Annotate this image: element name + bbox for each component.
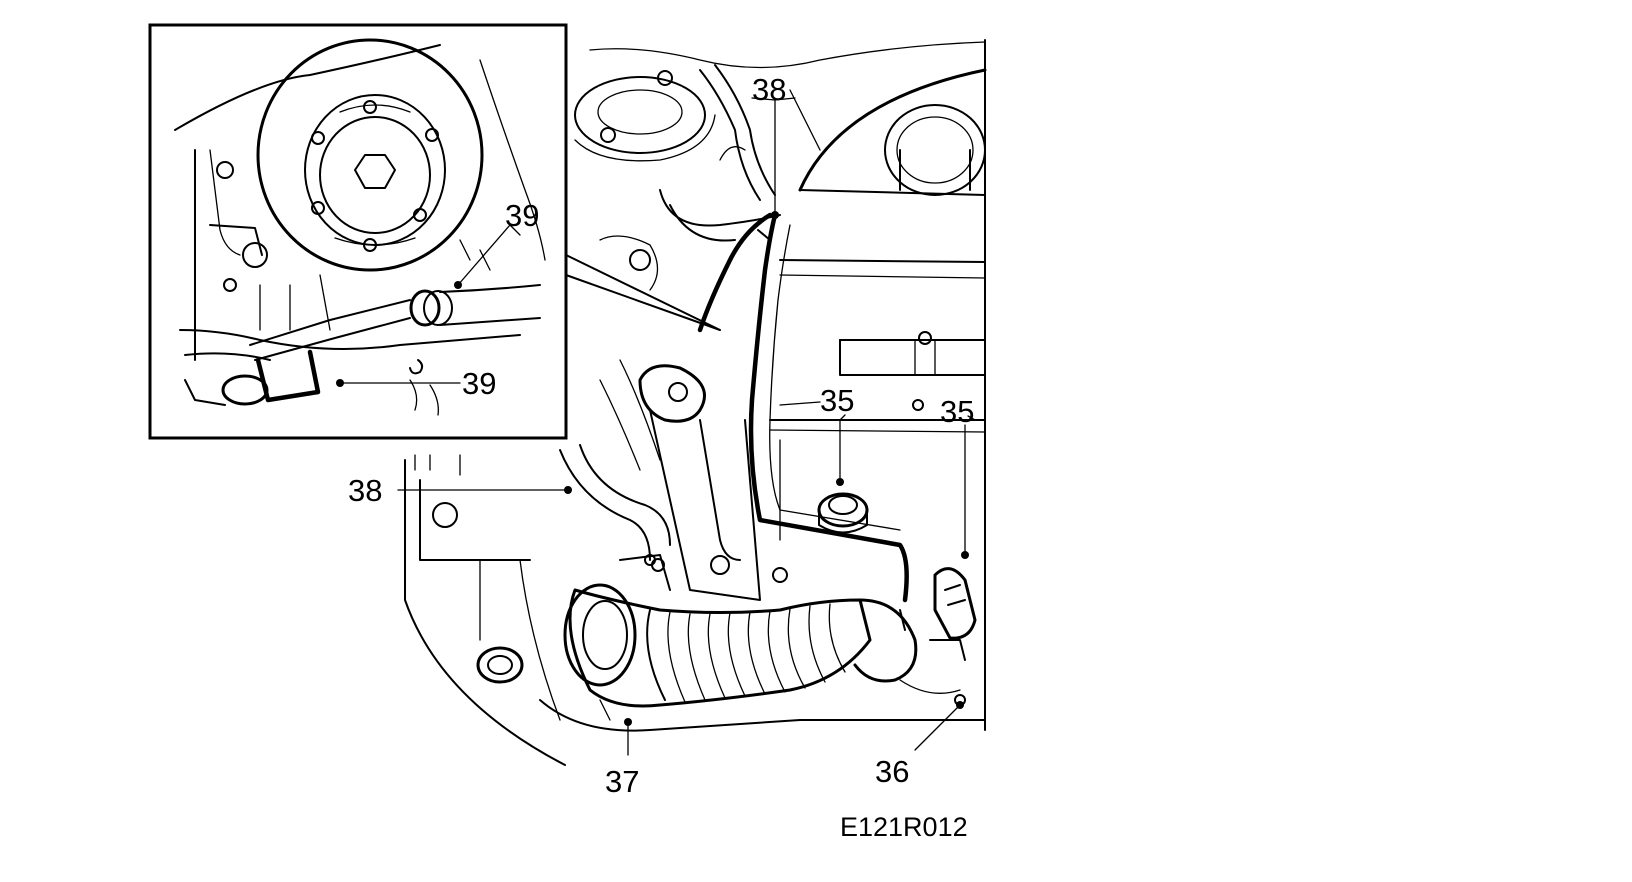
upper-hoses — [659, 64, 821, 242]
left-hose — [559, 359, 671, 561]
figure-code: E121R012 — [840, 812, 968, 842]
leader-35-left — [839, 414, 976, 481]
crank-pulley — [256, 38, 484, 272]
leader-35-right-dot — [961, 551, 969, 559]
callout-35-right: 35 — [940, 394, 974, 429]
leader-35-left-dot — [836, 478, 844, 486]
intake-bellows — [563, 554, 918, 708]
callout-39-top: 39 — [505, 198, 539, 233]
engine-bay-drawing — [404, 39, 987, 766]
leader-36-dot — [956, 701, 964, 709]
leader-37-dot — [624, 718, 632, 726]
lower-engine-block — [404, 454, 986, 766]
routed-pipe-38 — [697, 212, 909, 603]
callouts: 38 38 35 35 36 37 E121R012 — [348, 72, 976, 842]
detail-inset: 39 39 — [148, 23, 721, 440]
inset-pointer — [565, 254, 721, 331]
callout-38-left: 38 — [348, 473, 382, 508]
leader-38-top — [751, 97, 796, 216]
hose-clamp-upper — [249, 284, 541, 361]
strut-tower — [574, 70, 716, 162]
leader-38-top-dot — [771, 211, 779, 219]
leader-39-bottom-dot — [336, 379, 344, 387]
callout-39-bottom: 39 — [462, 366, 496, 401]
oil-filler-cap — [817, 492, 869, 534]
engine-cover-dome — [798, 68, 987, 196]
callout-35-left: 35 — [820, 383, 854, 418]
center-bracket — [638, 364, 788, 601]
leader-39-top — [457, 224, 521, 286]
leader-36 — [914, 704, 961, 751]
leader-39-top-dot — [454, 281, 462, 289]
hose-clamp-lower — [255, 349, 439, 416]
callout-38-top: 38 — [752, 72, 786, 107]
callout-37: 37 — [605, 764, 639, 799]
sensor-connector — [929, 567, 977, 661]
leader-38-left-dot — [564, 486, 572, 494]
misc-bolts — [599, 235, 966, 706]
callout-36: 36 — [875, 754, 909, 789]
